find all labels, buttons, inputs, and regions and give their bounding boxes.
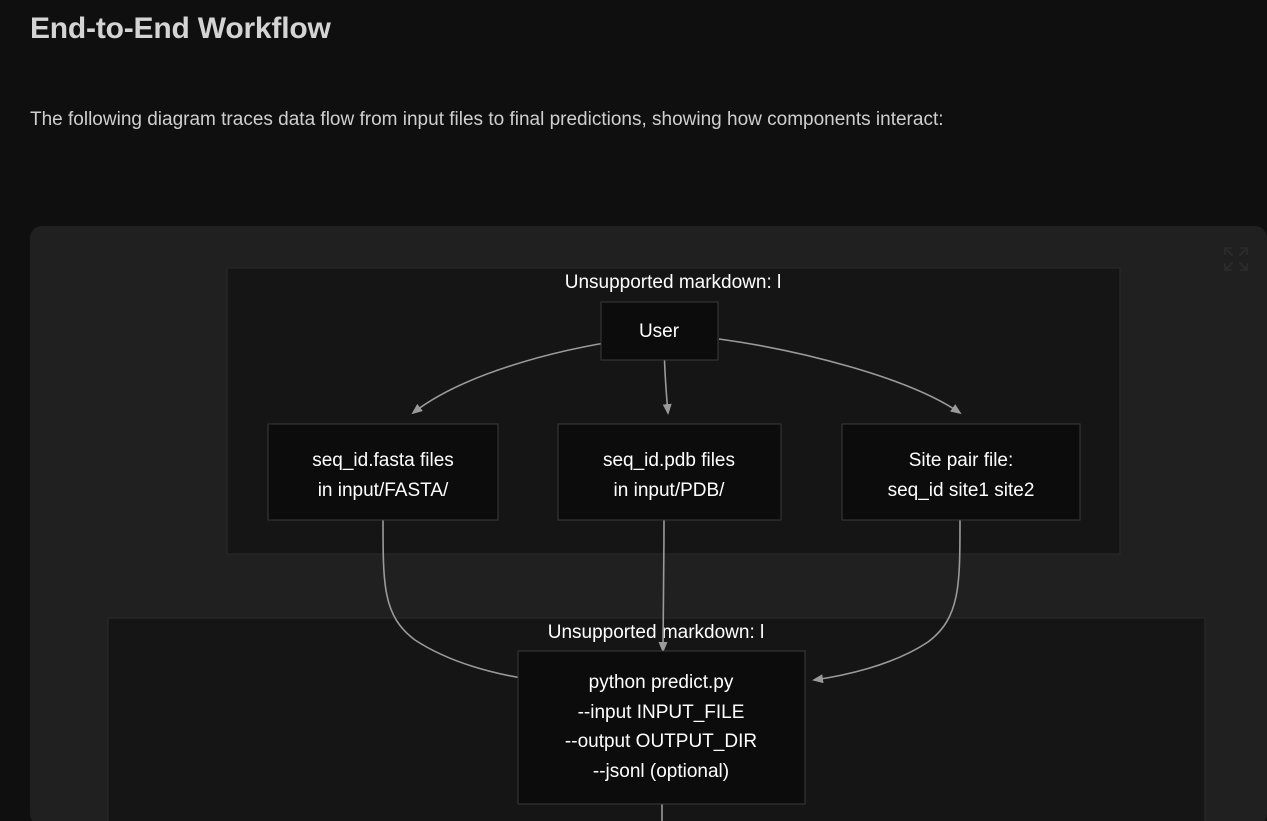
node-pdb-box[interactable]	[557, 423, 782, 521]
subgraph-inputs-title: Unsupported markdown: l	[565, 272, 782, 293]
node-user-box[interactable]	[600, 301, 719, 361]
node-fasta-box[interactable]	[267, 423, 499, 521]
node-predict-box[interactable]	[517, 650, 806, 805]
diagram-container: Unsupported markdown: l Unsupported mark…	[30, 226, 1267, 821]
expand-arrows-icon[interactable]	[1219, 242, 1253, 276]
subgraph-cli-title: Unsupported markdown: l	[548, 622, 765, 643]
edge-user-to-sitepair	[718, 338, 962, 415]
node-user[interactable]: User	[600, 301, 719, 361]
node-predict[interactable]: python predict.py --input INPUT_FILE --o…	[517, 650, 806, 805]
intro-paragraph: The following diagram traces data flow f…	[30, 109, 944, 130]
node-predict-label-line2: --input INPUT_FILE	[578, 702, 745, 723]
node-user-label: User	[639, 321, 680, 342]
edge-fasta-to-predict	[382, 518, 530, 683]
node-predict-label-line1: python predict.py	[589, 672, 734, 693]
node-sitepair-box[interactable]	[841, 423, 1081, 521]
node-sitepair-label-line1: Site pair file:	[909, 450, 1014, 471]
node-predict-label-line3: --output OUTPUT_DIR	[565, 731, 757, 752]
edge-user-to-fasta	[411, 338, 632, 415]
node-pdb-label-line1: seq_id.pdb files	[603, 450, 735, 471]
workflow-diagram: Unsupported markdown: l Unsupported mark…	[107, 267, 1206, 821]
node-pdb-label-line2: in input/PDB/	[614, 480, 726, 501]
page-title: End-to-End Workflow	[30, 12, 331, 45]
node-sitepair[interactable]: Site pair file: seq_id site1 site2	[841, 423, 1081, 521]
node-fasta[interactable]: seq_id.fasta files in input/FASTA/	[267, 423, 499, 521]
node-fasta-label-line1: seq_id.fasta files	[312, 450, 454, 471]
node-predict-label-line4: --jsonl (optional)	[593, 761, 729, 782]
node-fasta-label-line2: in input/FASTA/	[318, 480, 449, 501]
node-pdb[interactable]: seq_id.pdb files in input/PDB/	[557, 423, 782, 521]
node-sitepair-label-line2: seq_id site1 site2	[888, 480, 1035, 501]
edge-pdb-to-predict	[658, 518, 668, 653]
edge-sitepair-to-predict	[812, 518, 961, 684]
